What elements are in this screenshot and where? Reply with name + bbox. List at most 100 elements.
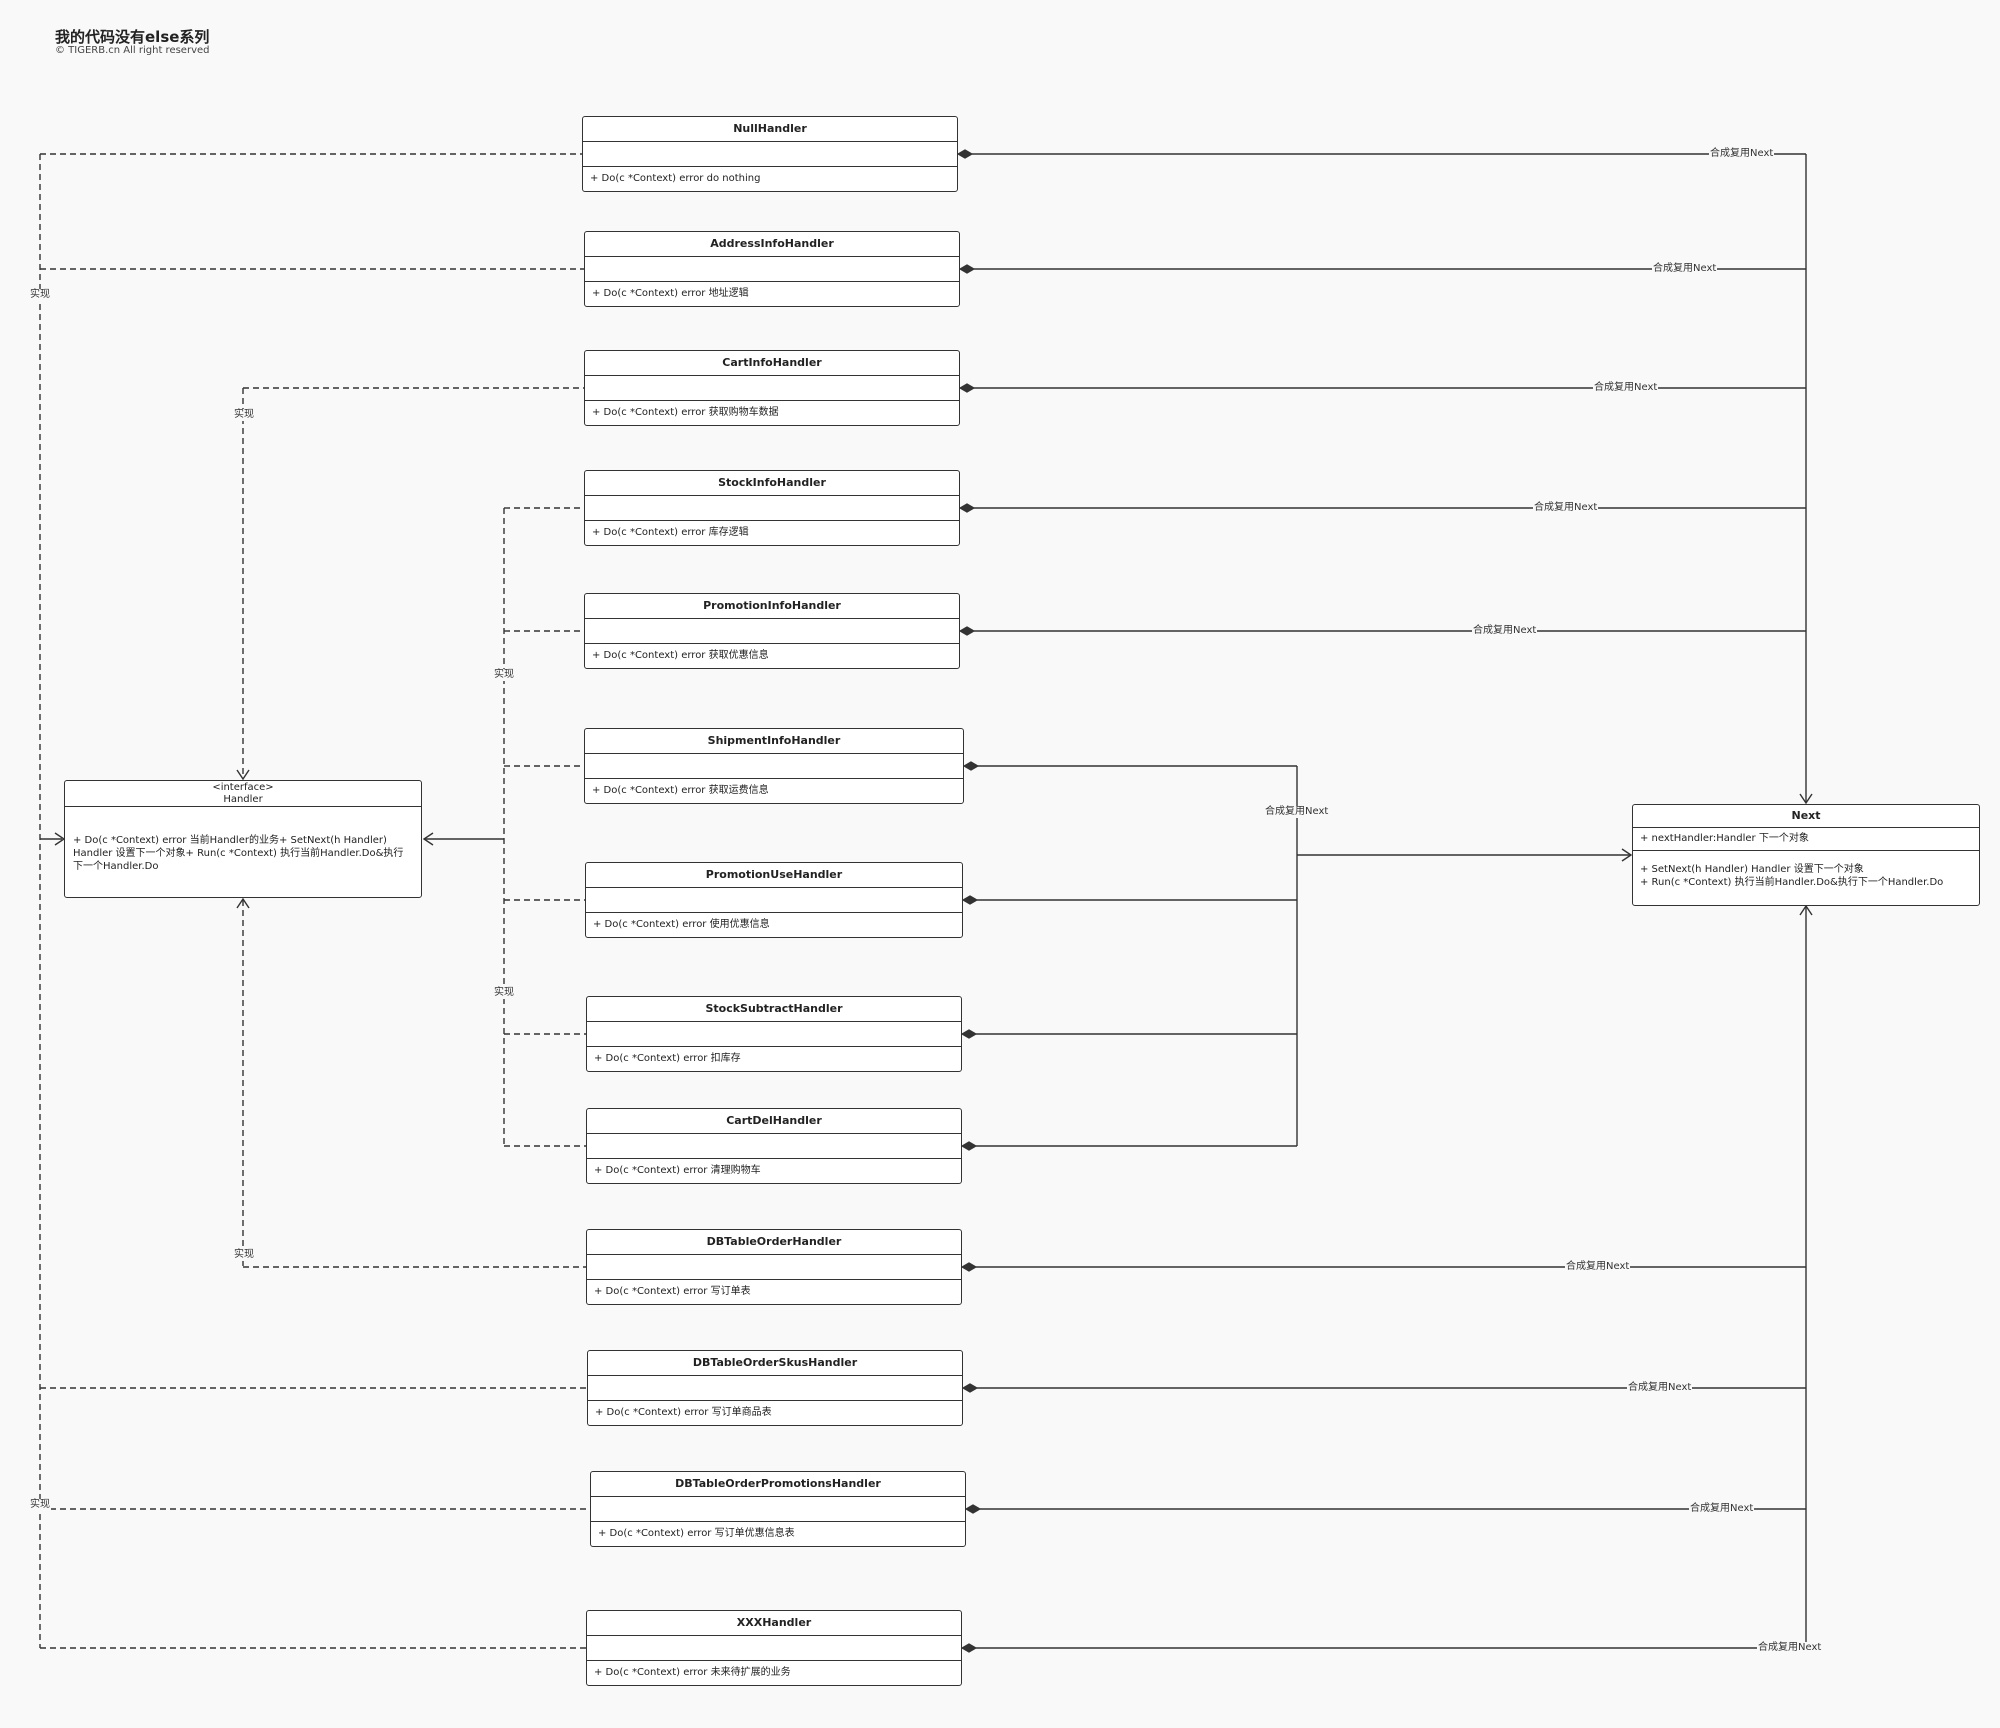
class-operation: + Do(c *Context) error 获取优惠信息 [592,650,769,661]
realize-arrowhead [422,832,434,846]
composition-diamond [964,1504,982,1514]
class-name: DBTableOrderSkusHandler [588,1351,962,1376]
class-attributes [583,142,957,167]
class-operation: + Do(c *Context) error 写订单商品表 [595,1407,772,1418]
composition-diamond [962,761,980,771]
diagram-title: 我的代码没有else系列 [55,28,210,46]
class-db-table-order-handler[interactable]: DBTableOrderHandler + Do(c *Context) erro… [586,1229,962,1305]
class-db-table-order-skus-handler[interactable]: DBTableOrderSkusHandler + Do(c *Context) … [587,1350,963,1426]
class-operation: + Do(c *Context) error 地址逻辑 [592,288,749,299]
copyright-notice: © TIGERB.cn All right reserved [55,45,210,56]
class-operation: + Do(c *Context) error 使用优惠信息 [593,919,770,930]
realize-arrowhead [236,769,250,781]
class-operation: + Do(c *Context) error 写订单优惠信息表 [598,1528,795,1539]
class-name: StockSubtractHandler [587,997,961,1022]
next-method-setnext: + SetNext(h Handler) Handler 设置下一个对象 [1640,864,1864,875]
interface-methods: + Do(c *Context) error 当前Handler的业务+ Set… [73,835,404,872]
class-attributes [591,1497,965,1522]
class-name: DBTableOrderPromotionsHandler [591,1472,965,1497]
class-name: StockInfoHandler [585,471,959,496]
class-operation: + Do(c *Context) error 获取购物车数据 [592,407,779,418]
class-attributes [585,496,959,521]
compose-arrowhead [1621,848,1633,862]
class-null-handler[interactable]: NullHandler + Do(c *Context) error do not… [582,116,958,192]
class-operation: + Do(c *Context) error do nothing [590,173,761,184]
interface-stereotype: <interface> [212,782,274,793]
compose-label: 合成复用Next [1709,148,1775,160]
composition-diamond [961,1383,979,1393]
handler-interface[interactable]: <interface> Handler + Do(c *Context) err… [64,780,422,898]
class-stock-info-handler[interactable]: StockInfoHandler + Do(c *Context) error 库… [584,470,960,546]
class-cart-info-handler[interactable]: CartInfoHandler + Do(c *Context) error 获取… [584,350,960,426]
class-name: PromotionUseHandler [586,863,962,888]
class-operation: + Do(c *Context) error 未来待扩展的业务 [594,1667,791,1678]
composition-diamond [960,1643,978,1653]
compose-label: 合成复用Next [1472,625,1538,637]
class-name: CartInfoHandler [585,351,959,376]
realize-label: 实现 [29,289,51,301]
compose-label: 合成复用Next [1593,382,1659,394]
interface-name: Handler [223,794,263,805]
class-attributes [587,1134,961,1159]
realize-arrowhead [236,897,250,909]
class-promotion-info-handler[interactable]: PromotionInfoHandler + Do(c *Context) err… [584,593,960,669]
composition-diamond [958,383,976,393]
realize-label: 实现 [493,669,515,681]
realize-label: 实现 [29,1499,51,1511]
compose-arrowhead [1799,904,1813,916]
class-operation: + Do(c *Context) error 写订单表 [594,1286,751,1297]
class-operation: + Do(c *Context) error 库存逻辑 [592,527,749,538]
class-name: DBTableOrderHandler [587,1230,961,1255]
class-operation: + Do(c *Context) error 清理购物车 [594,1165,761,1176]
next-class-attribute: + nextHandler:Handler 下一个对象 [1633,828,1979,851]
class-attributes [585,619,959,644]
class-attributes [588,1376,962,1401]
compose-label: 合成复用Next [1757,1642,1823,1654]
class-name: AddressInfoHandler [585,232,959,257]
class-attributes [585,257,959,282]
class-attributes [586,888,962,913]
class-attributes [585,754,963,779]
next-class-methods: + SetNext(h Handler) Handler 设置下一个对象 + R… [1633,851,1979,889]
realize-label: 实现 [233,1249,255,1261]
composition-diamond [961,895,979,905]
realize-label: 实现 [233,409,255,421]
composition-diamond [958,264,976,274]
class-name: ShipmentInfoHandler [585,729,963,754]
class-address-info-handler[interactable]: AddressInfoHandler + Do(c *Context) error… [584,231,960,307]
class-stock-subtract-handler[interactable]: StockSubtractHandler + Do(c *Context) err… [586,996,962,1072]
class-attributes [587,1636,961,1661]
compose-label: 合成复用Next [1627,1382,1693,1394]
class-attributes [585,376,959,401]
class-name: CartDelHandler [587,1109,961,1134]
compose-label: 合成复用Next [1565,1261,1631,1273]
class-operation: + Do(c *Context) error 获取运费信息 [592,785,769,796]
next-class-name: Next [1633,805,1979,828]
compose-label: 合成复用Next [1533,502,1599,514]
class-shipment-info-handler[interactable]: ShipmentInfoHandler + Do(c *Context) erro… [584,728,964,804]
compose-arrowhead [1799,793,1813,805]
class-operation: + Do(c *Context) error 扣库存 [594,1053,741,1064]
interface-header: <interface> Handler [65,781,421,807]
class-attributes [587,1255,961,1280]
composition-diamond [958,503,976,513]
class-xxx-handler[interactable]: XXXHandler + Do(c *Context) error 未来待扩展的业… [586,1610,962,1686]
next-method-run: + Run(c *Context) 执行当前Handler.Do&执行下一个Ha… [1640,877,1944,888]
compose-label: 合成复用Next [1689,1503,1755,1515]
class-promotion-use-handler[interactable]: PromotionUseHandler + Do(c *Context) erro… [585,862,963,938]
class-name: NullHandler [583,117,957,142]
realize-label: 实现 [493,987,515,999]
class-cart-del-handler[interactable]: CartDelHandler + Do(c *Context) error 清理购… [586,1108,962,1184]
class-name: PromotionInfoHandler [585,594,959,619]
compose-label: 合成复用Next [1652,263,1718,275]
next-class[interactable]: Next + nextHandler:Handler 下一个对象 + SetNe… [1632,804,1980,906]
compose-label: 合成复用Next [1264,806,1330,818]
composition-diamond [960,1029,978,1039]
class-name: XXXHandler [587,1611,961,1636]
class-db-table-order-promotions-handler[interactable]: DBTableOrderPromotionsHandler + Do(c *Con… [590,1471,966,1547]
composition-diamond [960,1262,978,1272]
composition-diamond [958,626,976,636]
class-attributes [587,1022,961,1047]
